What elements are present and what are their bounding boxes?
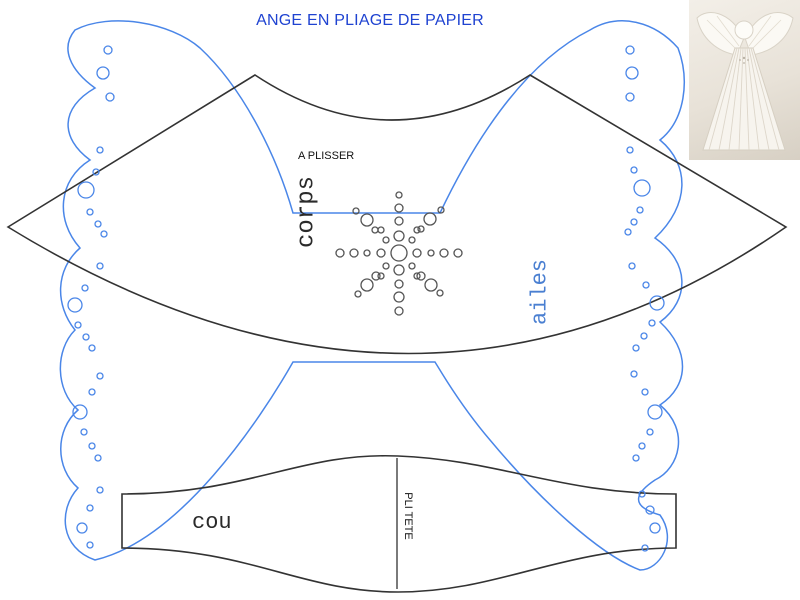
head-fold-label: PLI TETE bbox=[402, 492, 414, 540]
pleat-label: A PLISSER bbox=[298, 150, 355, 162]
left-wing-holes bbox=[67, 45, 115, 549]
right-wing-holes bbox=[624, 45, 665, 552]
wings-outline bbox=[59, 20, 685, 571]
angel-illustration bbox=[696, 12, 794, 151]
body-label: corps bbox=[293, 175, 321, 249]
neck-label: cou bbox=[192, 510, 232, 535]
paper-angel-photo bbox=[689, 0, 800, 160]
snowflake-pattern bbox=[335, 191, 463, 316]
neck-outline bbox=[121, 454, 677, 593]
wings-label: ailes bbox=[527, 258, 553, 326]
body-outline bbox=[6, 74, 788, 355]
page-title: ANGE EN PLIAGE DE PAPIER bbox=[256, 12, 484, 29]
